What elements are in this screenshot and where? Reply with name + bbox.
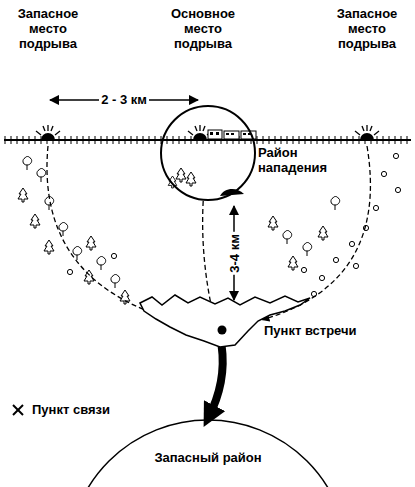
- legend-label: Пункт связи: [32, 402, 110, 417]
- blast-site: Запасное место подрыва: [324, 6, 410, 146]
- attack-area-circle-shape: [160, 105, 256, 201]
- legend-symbol: [13, 405, 23, 415]
- dimension-label: 2 - 3 км: [99, 92, 149, 107]
- dimension-label: 3-4 км: [227, 232, 242, 275]
- reserve-area-shape: [83, 410, 333, 487]
- node-label: Запасный район: [108, 450, 308, 465]
- node-label: Запасное место подрыва: [324, 6, 410, 51]
- blast-site: Запасное место подрыва: [5, 6, 91, 146]
- attack-area-circle: Район нападения: [160, 105, 256, 201]
- meeting-point: Пункт встречи: [140, 295, 310, 350]
- node-label: Запасное место подрыва: [5, 6, 91, 51]
- node-label: Район нападения: [258, 145, 338, 175]
- reserve-area: Запасный район: [83, 410, 333, 487]
- site-label: Основное место подрыва: [160, 6, 246, 51]
- route-path: [47, 146, 183, 323]
- route-arrow: [208, 346, 223, 419]
- node-label: Пункт встречи: [262, 323, 386, 338]
